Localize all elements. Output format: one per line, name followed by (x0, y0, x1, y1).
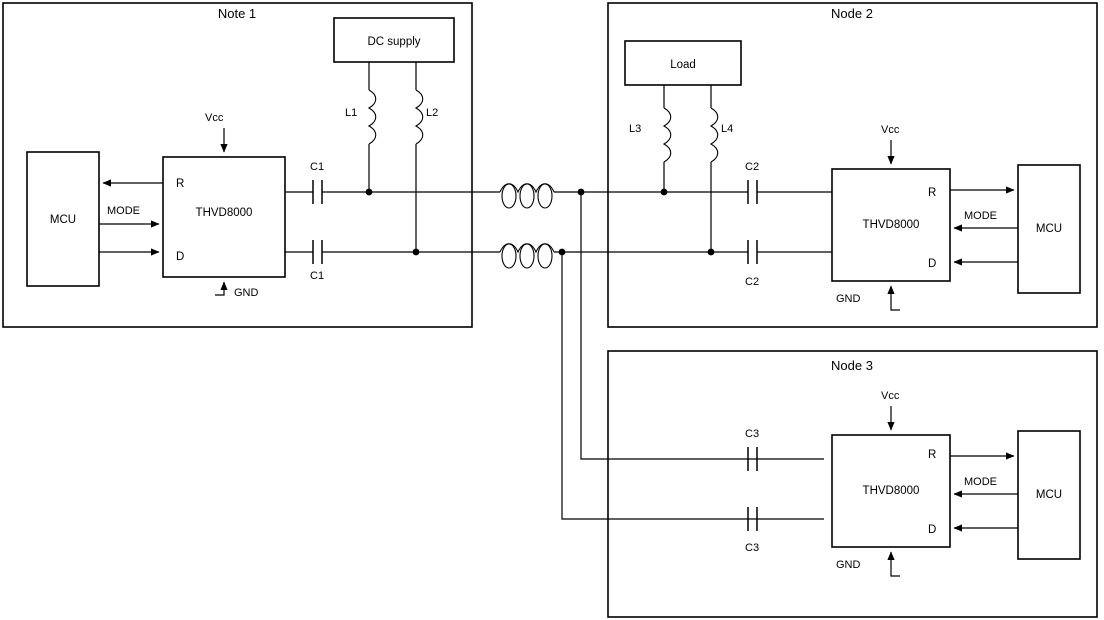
node3-mode-label: MODE (964, 476, 997, 488)
node2-gnd-label: GND (836, 293, 861, 305)
node3-gnd-wire (887, 551, 900, 577)
node2-mcu-label: MCU (1036, 223, 1062, 235)
node2-c2-bottom-label: C2 (745, 276, 759, 288)
note1-gnd-wire (215, 281, 228, 296)
note1-title: Note 1 (218, 6, 256, 21)
node2-boundary (607, 2, 1098, 328)
note1-transceiver-box[interactable] (162, 156, 286, 278)
node3-c3-top-label: C3 (745, 428, 759, 440)
note1-l2-label: L2 (426, 107, 438, 119)
node2-transceiver-label: THVD8000 (863, 219, 920, 231)
note1-transceiver-label: THVD8000 (196, 207, 253, 219)
note1-l1-coil (367, 89, 377, 145)
note1-dc-supply-box[interactable] (333, 17, 455, 63)
node2-mcu-box[interactable] (1017, 164, 1081, 294)
note1-l1-label: L1 (345, 107, 357, 119)
node3-transceiver-label: THVD8000 (863, 485, 920, 497)
node2-mode-label: MODE (964, 210, 997, 222)
node3-mcu-box[interactable] (1017, 430, 1081, 560)
node2-vcc-label: Vcc (881, 124, 900, 136)
bus-coil-top-loop-2 (519, 183, 535, 209)
note1-c1-bottom-label: C1 (310, 270, 324, 282)
note1-c1-top-label: C1 (310, 161, 324, 173)
bus-drop-to-node3-top (580, 192, 824, 460)
note1-junction-top (365, 188, 373, 196)
node3-boundary (607, 350, 1098, 618)
note1-junction-bottom (412, 248, 420, 256)
node3-title: Node 3 (831, 358, 873, 373)
node3-pin-r-label: R (928, 449, 936, 461)
node2-pin-r-label: R (928, 187, 936, 199)
bus-cable-inductor-top (499, 183, 555, 194)
note1-gnd-label: GND (234, 287, 259, 299)
bus-coil-bottom-loop-1 (501, 243, 517, 269)
node2-l3-label: L3 (629, 123, 641, 135)
note1-vcc-label: Vcc (205, 112, 224, 124)
note1-mcu-box[interactable] (26, 151, 100, 287)
node2-l4-label: L4 (721, 123, 733, 135)
note1-dc-supply-label: DC supply (367, 36, 420, 48)
note1-l2-coil (414, 89, 424, 145)
node2-load-box[interactable] (624, 40, 742, 86)
bus-cable-inductor-bottom (499, 243, 555, 254)
note1-mode-label: MODE (107, 205, 140, 217)
node3-c3-bottom-label: C3 (745, 542, 759, 554)
bus-coil-bottom-loop-2 (519, 243, 535, 269)
node3-mcu-label: MCU (1036, 489, 1062, 501)
node3-gnd-label: GND (836, 559, 861, 571)
node2-load-label: Load (670, 59, 696, 71)
note1-mcu-label: MCU (50, 214, 76, 226)
note1-pin-d-label: D (176, 251, 184, 263)
node2-transceiver-box[interactable] (831, 168, 951, 282)
node3-vcc-label: Vcc (881, 390, 900, 402)
note1-boundary (2, 2, 473, 328)
node3-transceiver-box[interactable] (831, 434, 951, 548)
node2-l4-coil (709, 107, 719, 163)
node2-l3-coil (662, 107, 672, 163)
bus-coil-bottom-loop-3 (537, 243, 553, 269)
node2-c2-top-label: C2 (745, 161, 759, 173)
bus-coil-top-loop-1 (501, 183, 517, 209)
node2-gnd-wire (887, 285, 900, 311)
node3-pin-d-label: D (928, 524, 936, 536)
bus-drop-to-node3-bottom (561, 252, 824, 520)
note1-pin-r-label: R (176, 178, 184, 190)
node2-title: Node 2 (831, 6, 873, 21)
node2-pin-d-label: D (928, 258, 936, 270)
bus-coil-top-loop-3 (537, 183, 553, 209)
